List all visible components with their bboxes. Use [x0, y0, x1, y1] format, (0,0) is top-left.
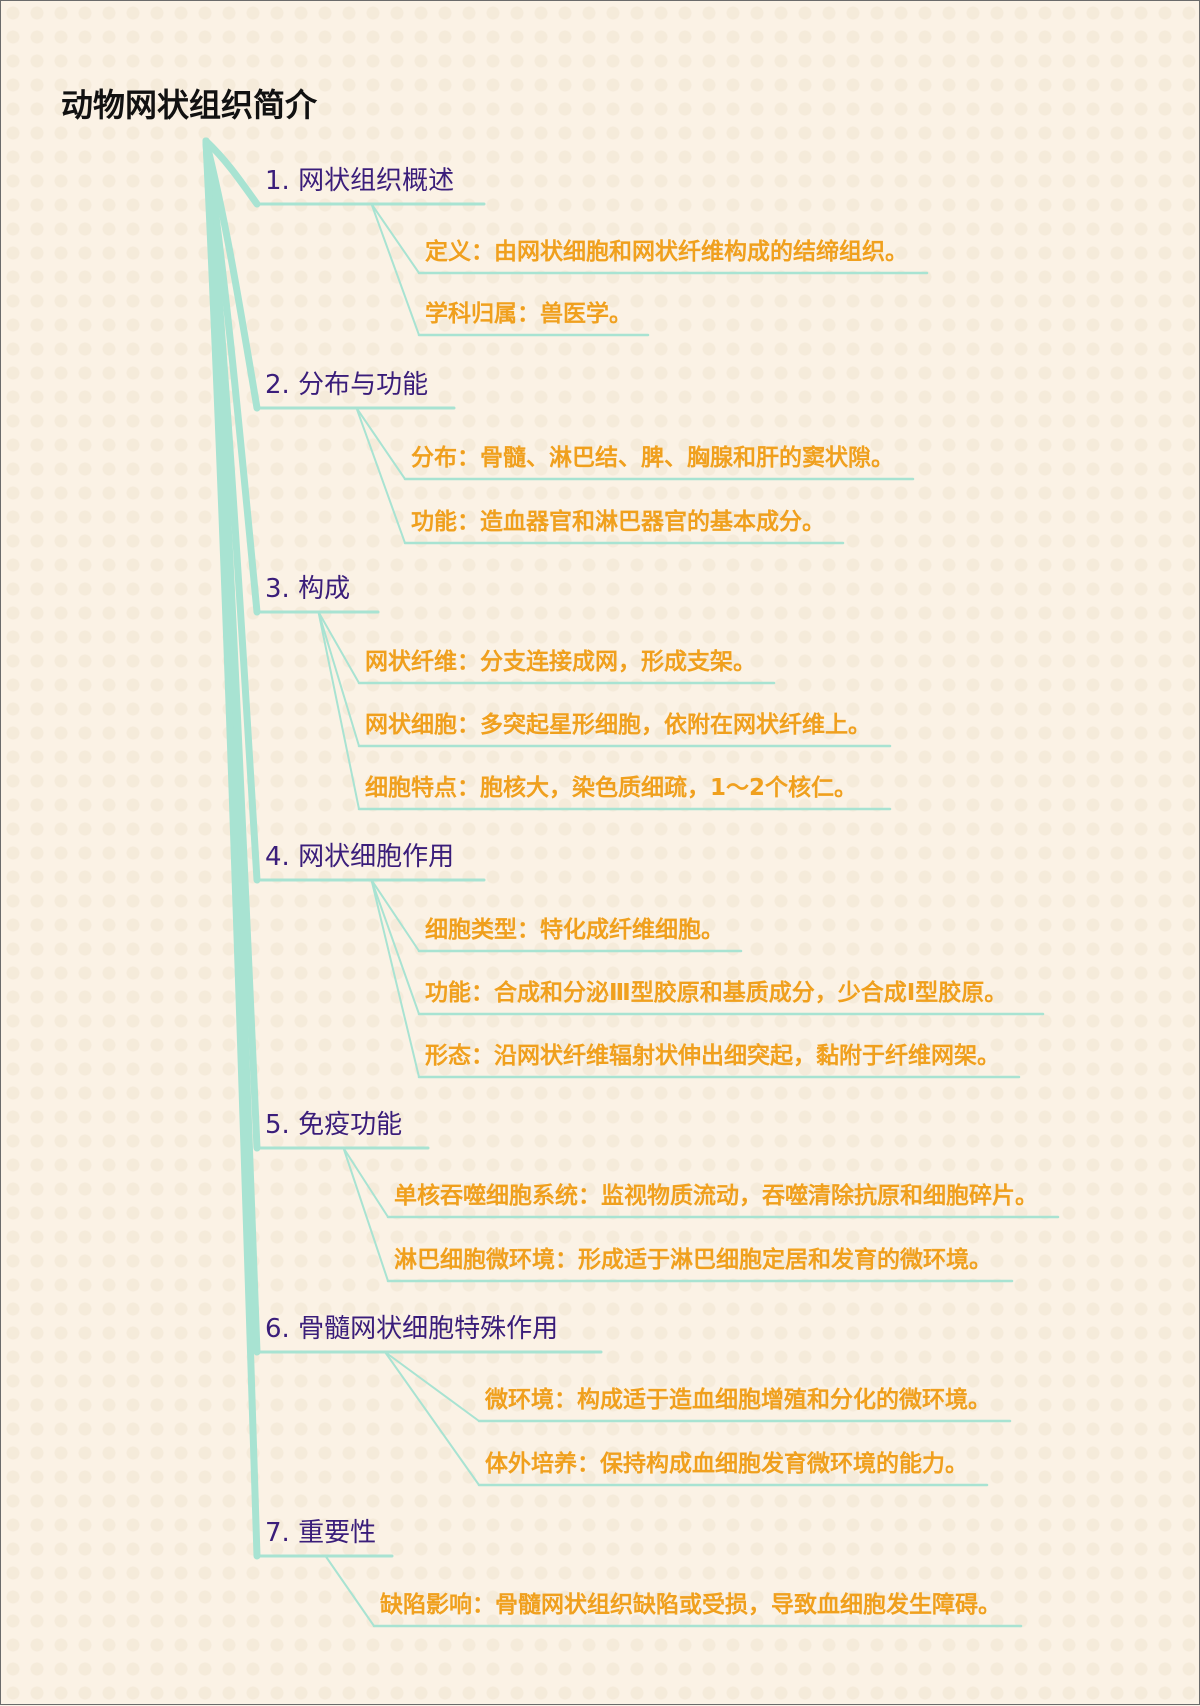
leaf-node[interactable]: 定义：由网状细胞和网状纤维构成的结缔组织。	[425, 239, 908, 265]
leaf-connector	[324, 1555, 375, 1627]
leaf-connector	[317, 611, 360, 810]
leaf-node[interactable]: 细胞特点：胞核大，染色质细疏，1～2个核仁。	[365, 775, 858, 801]
leaf-connector	[370, 879, 420, 952]
leaf-node[interactable]: 体外培养：保持构成血细胞发育微环境的能力。	[485, 1451, 968, 1477]
leaf-connector	[355, 407, 406, 480]
leaf-node[interactable]: 缺陷影响：骨髓网状组织缺陷或受损，导致血细胞发生障碍。	[380, 1592, 1001, 1618]
root-connector	[202, 137, 261, 1560]
leaf-node[interactable]: 淋巴细胞微环境：形成适于淋巴细胞定居和发育的微环境。	[394, 1247, 992, 1273]
leaf-node[interactable]: 微环境：构成适于造血细胞增殖和分化的微环境。	[485, 1387, 991, 1413]
leaf-connector	[370, 203, 420, 336]
branch-node[interactable]: 5. 免疫功能	[265, 1110, 403, 1140]
branch-node[interactable]: 6. 骨髓网状细胞特殊作用	[265, 1314, 559, 1344]
leaf-node[interactable]: 单核吞噬细胞系统：监视物质流动，吞噬清除抗原和细胞碎片。	[394, 1183, 1038, 1209]
branch-node[interactable]: 1. 网状组织概述	[265, 166, 455, 196]
leaf-connector	[355, 407, 406, 544]
leaf-connector	[317, 611, 360, 684]
root-connector	[202, 137, 261, 208]
leaf-connector	[370, 203, 420, 274]
leaf-connector	[384, 1351, 480, 1486]
leaf-node[interactable]: 网状细胞：多突起星形细胞，依附在网状纤维上。	[365, 712, 871, 738]
leaf-connector	[342, 1147, 389, 1218]
leaf-node[interactable]: 功能：造血器官和淋巴器官的基本成分。	[411, 509, 825, 535]
branch-node[interactable]: 3. 构成	[265, 574, 351, 604]
leaf-node[interactable]: 网状纤维：分支连接成网，形成支架。	[365, 649, 756, 675]
leaf-node[interactable]: 功能：合成和分泌Ⅲ型胶原和基质成分，少合成Ⅰ型胶原。	[425, 980, 1008, 1006]
leaf-connector	[370, 879, 420, 1078]
branch-node[interactable]: 2. 分布与功能	[265, 370, 429, 400]
branch-node[interactable]: 7. 重要性	[265, 1518, 377, 1548]
map-title[interactable]: 动物网状组织简介	[61, 86, 318, 124]
leaf-node[interactable]: 学科归属：兽医学。	[425, 301, 632, 327]
leaf-connector	[370, 879, 420, 1015]
leaf-node[interactable]: 细胞类型：特化成纤维细胞。	[425, 917, 724, 943]
leaf-node[interactable]: 形态：沿网状纤维辐射状伸出细突起，黏附于纤维网架。	[425, 1043, 1000, 1069]
branch-node[interactable]: 4. 网状细胞作用	[265, 842, 455, 872]
leaf-connector	[384, 1351, 480, 1422]
leaf-node[interactable]: 分布：骨髓、淋巴结、脾、胸腺和肝的窦状隙。	[411, 445, 894, 471]
leaf-connector	[342, 1147, 389, 1282]
leaf-connector	[317, 611, 360, 747]
